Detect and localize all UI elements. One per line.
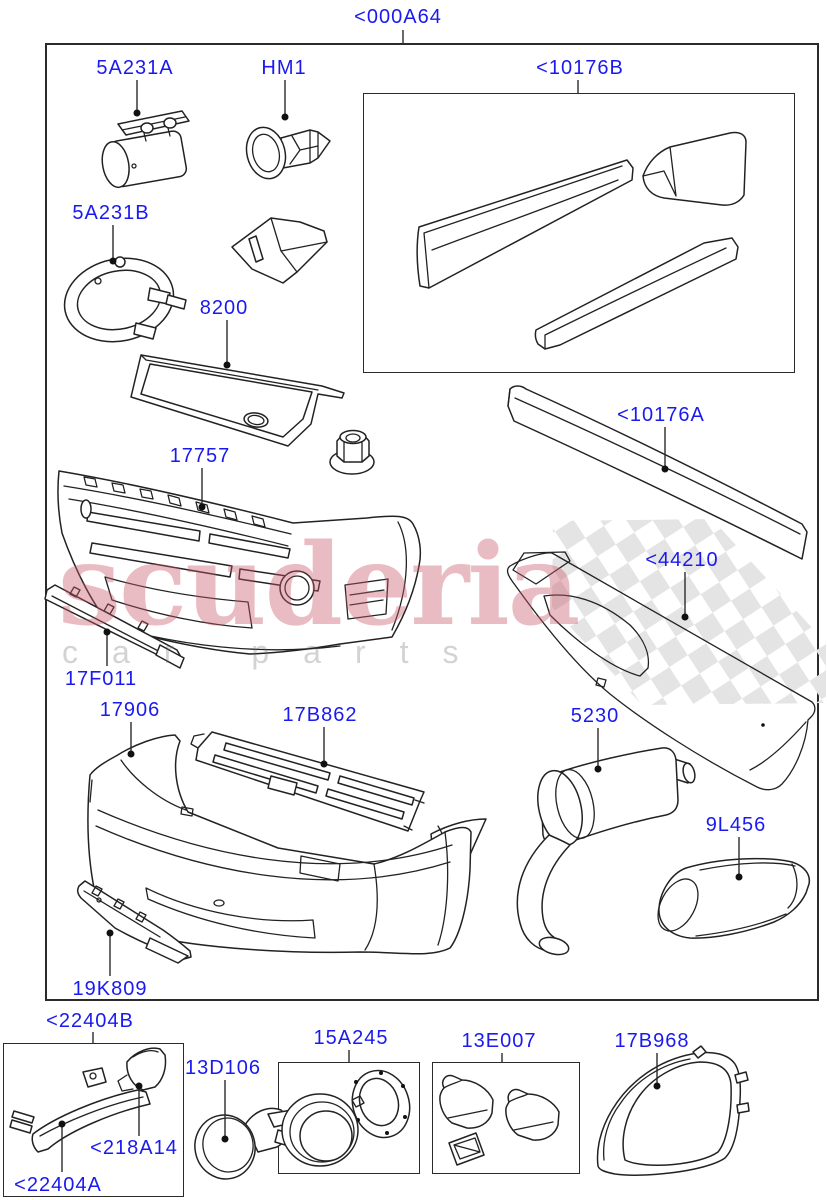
part-label-5a231a[interactable]: 5A231A [96, 57, 174, 79]
part-5a231a-drawing [101, 110, 190, 189]
part-5a231b-drawing [63, 256, 187, 343]
part-17b968-vent-drawing [596, 1045, 750, 1176]
part-label-5230[interactable]: 5230 [570, 705, 620, 727]
part-label-000a64[interactable]: <000A64 [354, 6, 442, 28]
main-diagram-frame [45, 43, 819, 1001]
kit-box-13e007 [432, 1062, 580, 1174]
part-hm1-drawing [245, 126, 331, 180]
part-label-10176b[interactable]: <10176B [536, 57, 624, 79]
kit-13e007-drawing [439, 1074, 560, 1166]
part-label-22404a[interactable]: <22404A [14, 1174, 102, 1196]
kit-box-door-handle [3, 1043, 184, 1197]
part-label-5a231b[interactable]: 5A231B [72, 202, 150, 224]
part-17757-front-bumper-drawing [57, 470, 422, 655]
part-label-13e007[interactable]: 13E007 [461, 1030, 537, 1052]
part-label-15a245[interactable]: 15A245 [313, 1027, 389, 1049]
part-17906-rear-bumper-drawing [87, 734, 472, 955]
part-17b862-drawing [190, 731, 425, 832]
part-13d106-lamp-drawing [194, 1107, 299, 1180]
part-label-17f011[interactable]: 17F011 [64, 668, 138, 690]
part-19k809-drawing [76, 880, 192, 964]
checkered-flag-watermark [552, 519, 826, 705]
part-label-17b968[interactable]: 17B968 [614, 1030, 690, 1052]
part-label-hm1[interactable]: HM1 [261, 57, 307, 79]
part-label-17906[interactable]: 17906 [99, 699, 161, 721]
part-label-9l456[interactable]: 9L456 [705, 814, 767, 836]
kit-box-10176b [363, 93, 795, 373]
part-retainer-bracket-drawing [231, 217, 328, 284]
leader-lines [58, 30, 743, 1172]
part-17f011-drawing [44, 584, 185, 669]
part-label-19k809[interactable]: 19K809 [72, 978, 148, 1000]
kit-10176b-mouldings-drawing [416, 131, 747, 350]
part-label-8200[interactable]: 8200 [199, 297, 249, 319]
part-5230-silencer-drawing [516, 747, 696, 956]
part-8200-grille-drawing [130, 354, 345, 447]
part-label-218a14[interactable]: <218A14 [90, 1137, 178, 1159]
part-10176a-drawing [507, 385, 808, 560]
watermark-subtitle-text: car parts [62, 634, 493, 670]
part-9l456-tip-drawing [657, 857, 811, 939]
part-flange-nut-drawing [329, 429, 375, 475]
part-label-44210[interactable]: <44210 [645, 549, 719, 571]
part-label-22404b[interactable]: <22404B [46, 1010, 134, 1032]
part-label-10176a[interactable]: <10176A [617, 404, 705, 426]
part-label-13d106[interactable]: 13D106 [184, 1057, 262, 1079]
watermark-brand-text: scuderia [58, 520, 580, 651]
part-label-17757[interactable]: 17757 [169, 445, 231, 467]
kit-15a245-drawing [281, 1069, 411, 1167]
part-label-17b862[interactable]: 17B862 [282, 704, 358, 726]
